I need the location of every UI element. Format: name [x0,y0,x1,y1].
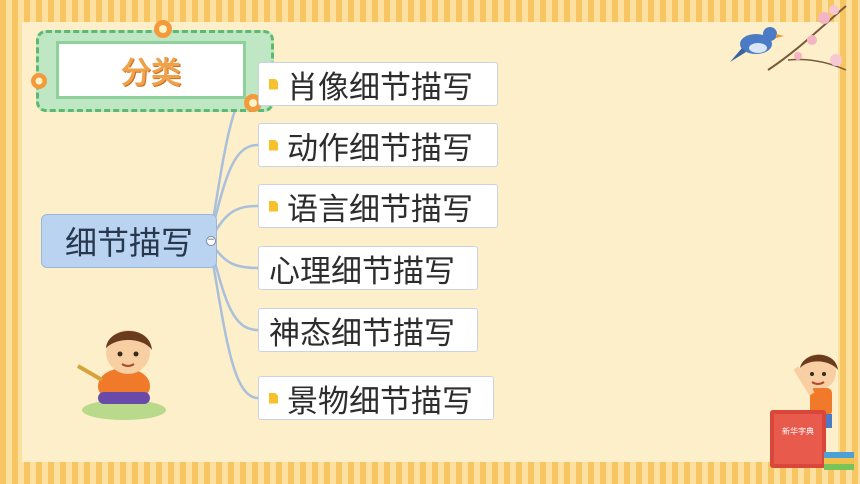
note-icon[interactable] [269,392,278,404]
branch-label: 景物细节描写 [287,383,473,420]
branch-node-5[interactable]: 神态细节描写 [258,308,478,352]
branch-node-6[interactable]: 景物细节描写 [258,376,494,420]
note-icon[interactable] [269,78,278,90]
bird-on-blossom-branch [730,5,847,71]
branch-label: 语言细节描写 [287,191,473,228]
book-title: 新华字典 [782,426,814,436]
branch-label: 肖像细节描写 [287,69,473,106]
connector-4 [209,241,259,270]
flower-icon [31,73,47,89]
branch-node-4[interactable]: 心理细节描写 [258,246,478,290]
branch-label: 动作细节描写 [287,130,473,167]
page-title: 分类 [121,56,181,91]
title-frame: 分类 [36,30,274,112]
child-with-dictionary-cartoon: 新华字典 [770,354,854,470]
connector-6 [208,245,259,400]
branch-node-2[interactable]: 动作细节描写 [258,123,498,167]
branch-label: 心理细节描写 [269,253,455,290]
child-writing-cartoon [76,330,166,420]
note-icon[interactable] [269,139,278,151]
collapse-toggle-icon[interactable]: − [206,235,216,246]
title-box: 分类 [56,41,246,99]
branch-node-3[interactable]: 语言细节描写 [258,184,498,228]
flower-icon [154,20,172,38]
note-icon[interactable] [269,200,278,212]
branch-label: 神态细节描写 [269,315,455,352]
branch-node-1[interactable]: 肖像细节描写 [258,62,498,106]
flower-icon [244,94,262,112]
root-node[interactable]: 细节描写 [41,214,217,268]
